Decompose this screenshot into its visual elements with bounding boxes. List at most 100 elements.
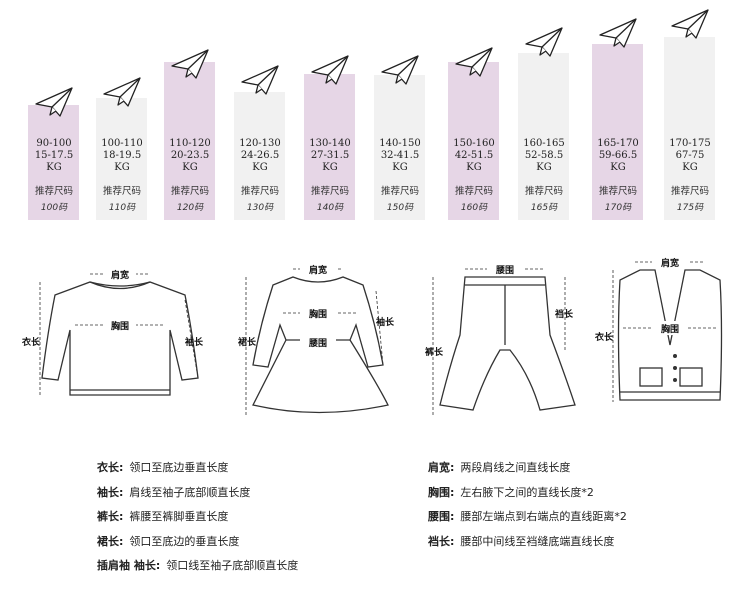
definition-term: 腰围: xyxy=(428,510,455,523)
vest-diagram: 肩宽 胸围 衣长 xyxy=(595,255,723,402)
label-vest-chest: 胸围 xyxy=(661,323,679,335)
size-weight: 27-31.5 xyxy=(310,150,350,161)
size-unit: KG xyxy=(610,162,626,173)
size-value: 150码 xyxy=(386,203,414,213)
definition-desc: 裤腰至裤脚垂直长度 xyxy=(129,510,229,523)
size-bar xyxy=(664,37,715,220)
definition-desc: 两段肩线之间直线长度 xyxy=(460,461,571,474)
size-unit: KG xyxy=(46,162,62,173)
label-shoulder: 肩宽 xyxy=(110,269,129,281)
size-value: 100码 xyxy=(40,203,68,213)
size-bar xyxy=(592,44,643,220)
size-range: 120-130 xyxy=(239,138,281,149)
size-weight: 32-41.5 xyxy=(380,150,420,161)
definition-term: 裙长: xyxy=(97,534,124,548)
recommend-label: 推荐尺码 xyxy=(34,186,73,197)
definition-desc: 腰部中间线至裆缝底端直线长度 xyxy=(460,534,615,548)
size-weight: 59-66.5 xyxy=(598,150,638,161)
size-weight: 18-19.5 xyxy=(102,150,142,161)
dress-diagram: 肩宽 胸围 腰围 裙长 袖长 xyxy=(238,262,395,415)
size-range: 130-140 xyxy=(309,138,351,149)
label-dress-shoulder: 肩宽 xyxy=(308,264,327,276)
paper-plane-icon xyxy=(671,9,709,39)
size-value: 110码 xyxy=(108,203,136,213)
size-unit: KG xyxy=(392,162,408,173)
definition-row: 袖长: 肩线至袖子底部顺直长度 xyxy=(97,484,250,500)
size-value: 140码 xyxy=(316,203,344,213)
size-bar xyxy=(374,75,425,220)
size-value: 170码 xyxy=(604,203,632,213)
size-bar xyxy=(448,62,499,220)
size-bar xyxy=(164,62,215,220)
recommend-label: 推荐尺码 xyxy=(670,186,709,197)
size-bar xyxy=(96,98,147,220)
definition-row: 衣长:领口至底边垂直长度 xyxy=(97,459,228,475)
size-range: 170-175 xyxy=(669,138,711,149)
size-value: 130码 xyxy=(246,203,274,213)
recommend-label: 推荐尺码 xyxy=(170,186,209,197)
size-range: 110-120 xyxy=(169,138,211,149)
size-value: 160码 xyxy=(460,203,488,213)
size-value: 165码 xyxy=(530,203,558,213)
definition-row: 肩宽:两段肩线之间直线长度 xyxy=(428,459,570,475)
size-range: 150-160 xyxy=(453,138,495,149)
sweater-diagram: 肩宽 胸围 衣长 袖长 xyxy=(22,267,204,397)
label-dress-waist: 腰围 xyxy=(308,338,327,349)
pants-diagram: 腰围 裤长 裆长 xyxy=(425,262,576,415)
paper-plane-icon xyxy=(103,77,141,107)
definition-desc: 左右腋下之间的直线长度*2 xyxy=(460,485,594,499)
size-unit: KG xyxy=(182,162,198,173)
definition-term: 胸围: xyxy=(428,485,455,499)
size-bar xyxy=(304,74,355,220)
paper-plane-icon xyxy=(455,47,493,77)
definition-row: 裤长: 裤腰至裤脚垂直长度 xyxy=(97,508,228,524)
size-unit: KG xyxy=(252,162,268,173)
definition-term: 袖长: xyxy=(97,485,124,499)
recommend-label: 推荐尺码 xyxy=(524,186,563,197)
label-sleeve: 袖长 xyxy=(184,336,204,348)
paper-plane-icon xyxy=(171,49,209,79)
size-bar xyxy=(28,105,79,220)
definition-row: 裆长: 腰部中间线至裆缝底端直线长度 xyxy=(428,533,614,549)
definition-row: 裙长: 领口至底边的垂直长度 xyxy=(97,533,239,549)
definition-desc: 腰部左端点到右端点的直线距离*2 xyxy=(460,510,627,523)
size-range: 160-165 xyxy=(523,138,565,149)
size-unit: KG xyxy=(322,162,338,173)
label-pants-waist: 腰围 xyxy=(495,265,514,276)
size-range: 165-170 xyxy=(597,138,639,149)
paper-plane-icon xyxy=(381,55,419,85)
size-unit: KG xyxy=(682,162,698,173)
definition-term: 裤长: xyxy=(97,510,124,523)
definition-row: 腰围: 腰部左端点到右端点的直线距离*2 xyxy=(428,508,627,524)
definition-desc: 领口至底边垂直长度 xyxy=(129,461,229,474)
size-unit: KG xyxy=(536,162,552,173)
size-range: 140-150 xyxy=(379,138,421,149)
label-dress-chest: 胸围 xyxy=(309,308,327,320)
definition-term: 裆长: xyxy=(428,534,455,548)
definition-row: 插肩袖 袖长:领口线至袖子底部顺直长度 xyxy=(97,557,298,573)
definition-desc: 肩线至袖子底部顺直长度 xyxy=(129,485,251,499)
paper-plane-icon xyxy=(599,18,637,48)
size-weight: 67-75 xyxy=(675,150,705,161)
label-chest: 胸围 xyxy=(111,320,129,332)
definition-desc: 领口至底边的垂直长度 xyxy=(129,534,240,548)
definition-desc: 领口线至袖子底部顺直长度 xyxy=(166,559,299,572)
size-unit: KG xyxy=(466,162,482,173)
recommend-label: 推荐尺码 xyxy=(310,186,349,197)
size-weight: 24-26.5 xyxy=(240,150,280,161)
